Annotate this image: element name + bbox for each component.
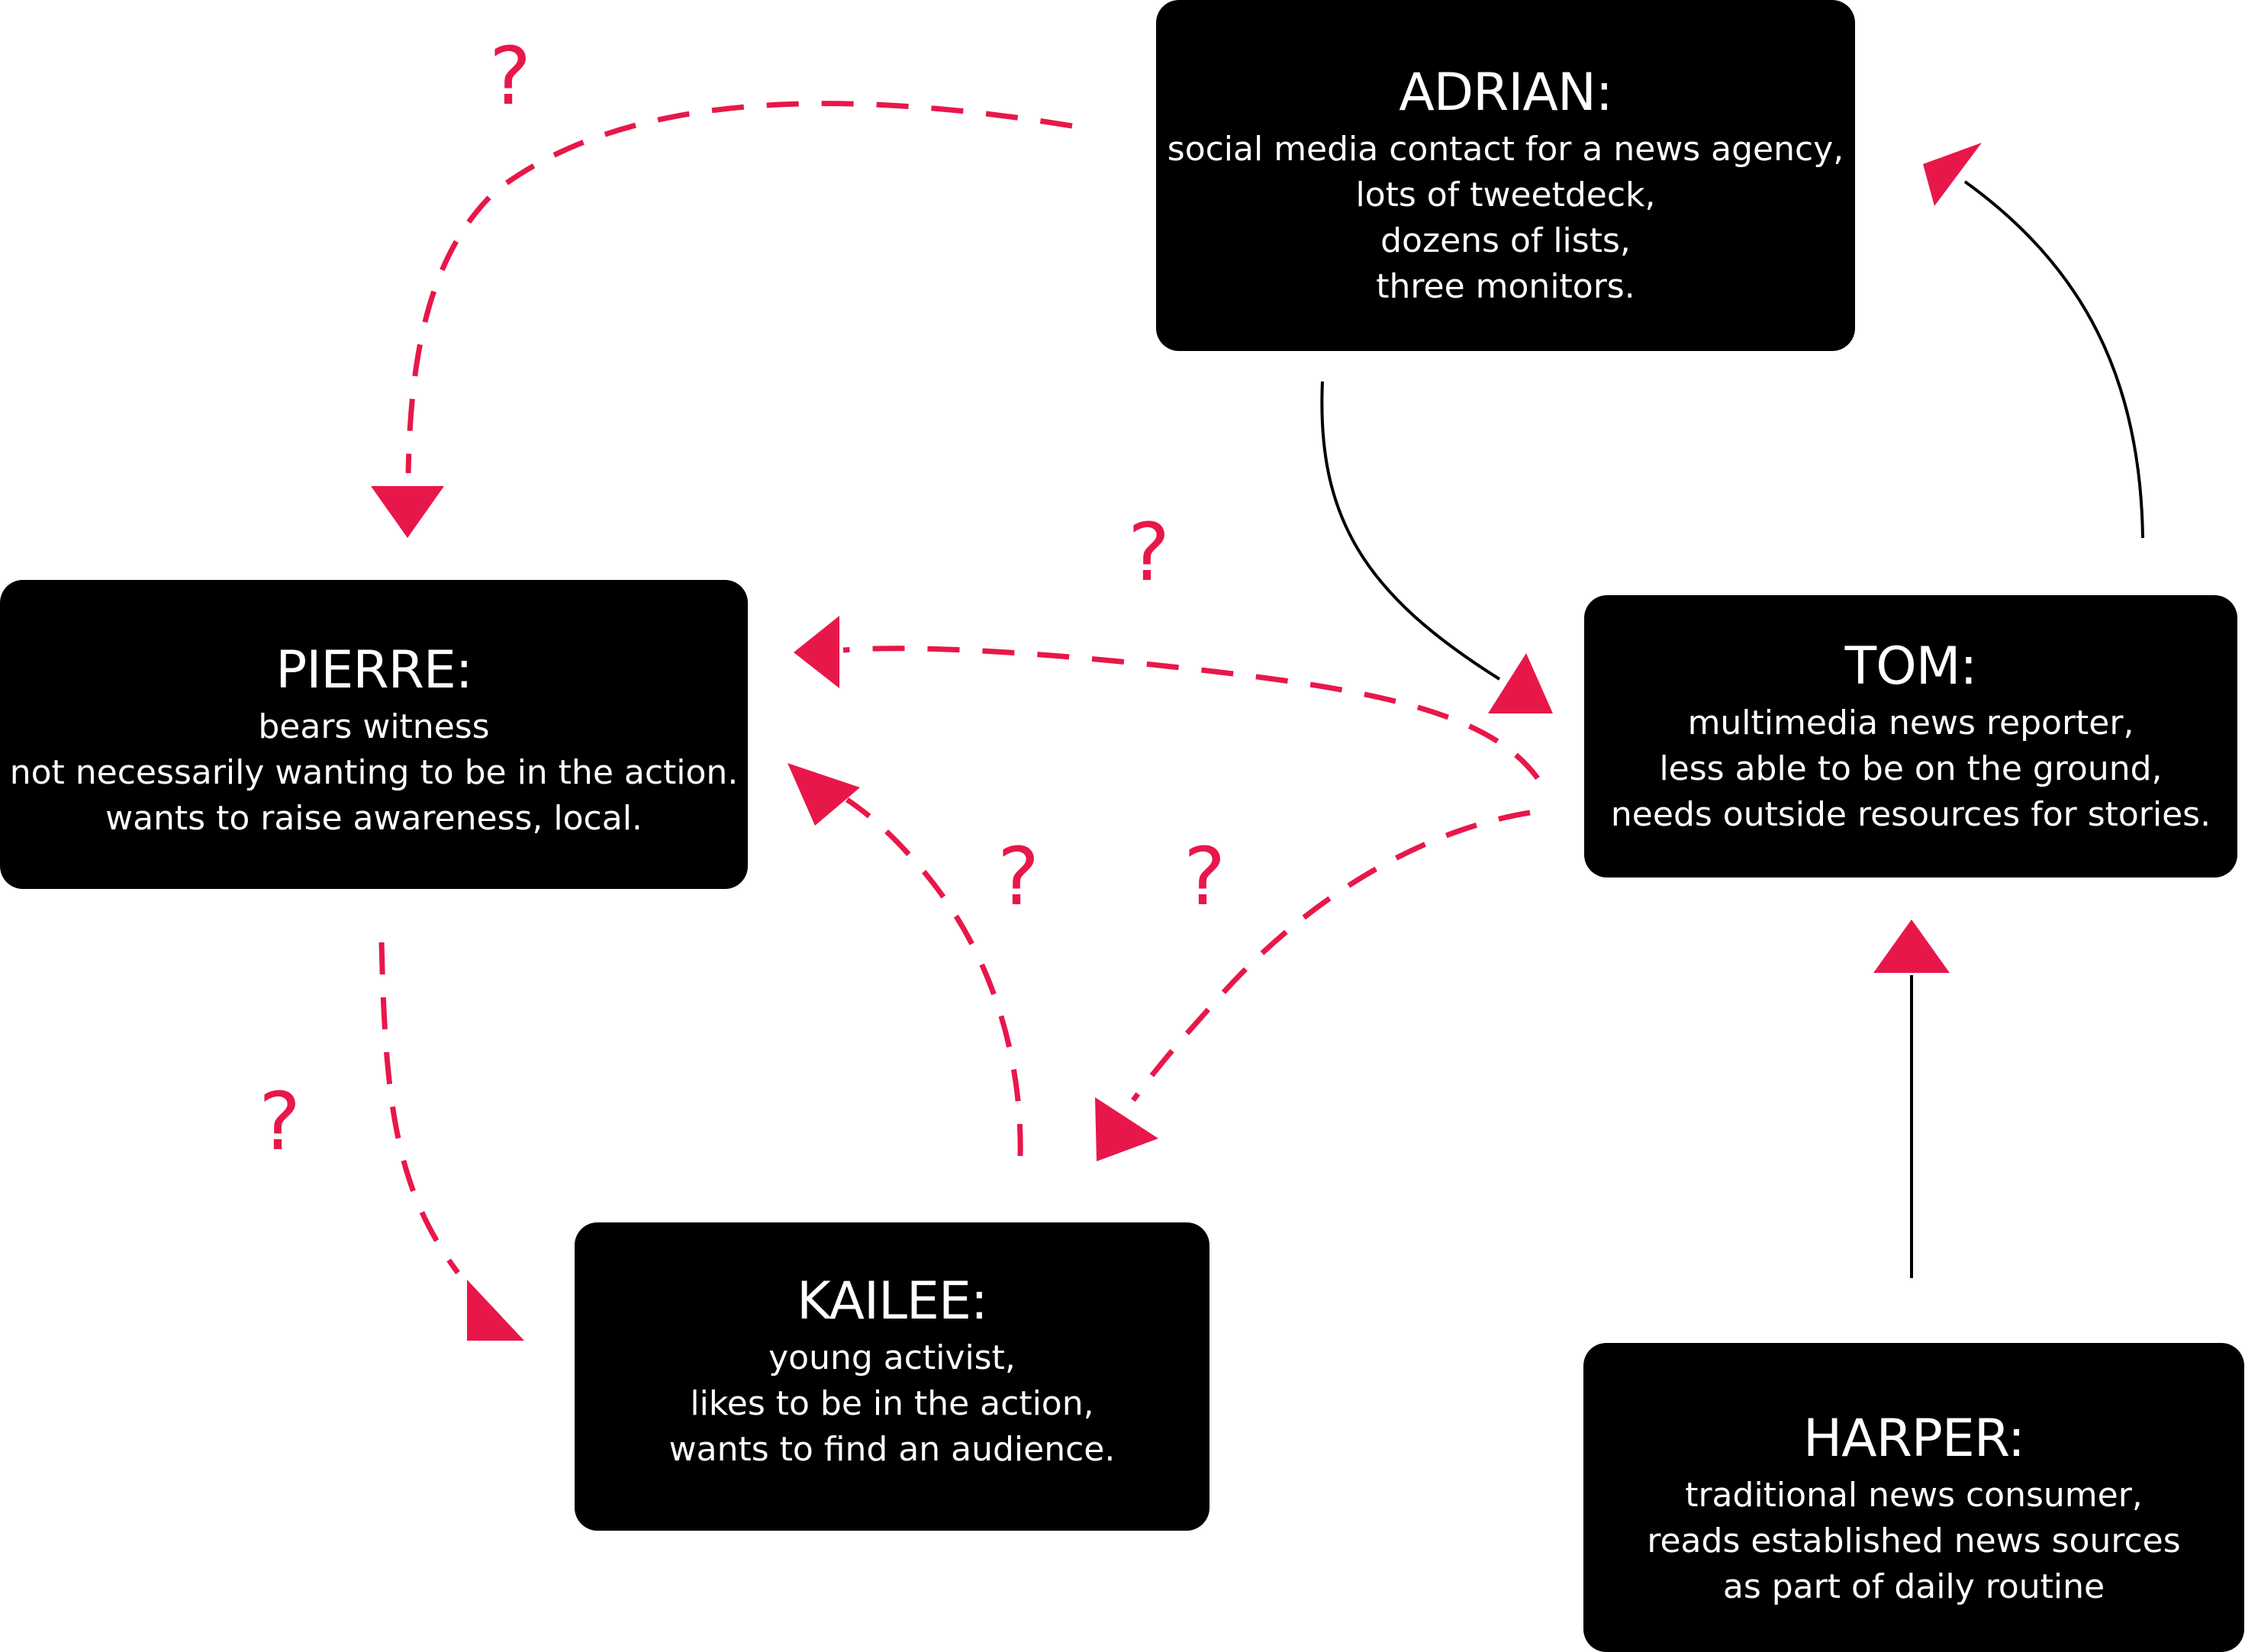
- persona-tom: TOM: multimedia news reporter, less able…: [1584, 595, 2237, 878]
- persona-description-line: reads established news sources: [1647, 1522, 2181, 1560]
- link-kailee-to-pierre: [845, 797, 1023, 1157]
- link-adrian-to-tom: [1320, 381, 1501, 681]
- persona-description-line: multimedia news reporter,: [1687, 704, 2134, 742]
- question-mark-kailee-pierre: ?: [997, 830, 1040, 923]
- link-tom-to-pierre: [842, 646, 1540, 781]
- persona-name: KAILEE:: [797, 1271, 988, 1332]
- persona-description-line: social media contact for a news agency,: [1167, 130, 1844, 169]
- persona-description-line: likes to be in the action,: [690, 1384, 1094, 1423]
- arrowhead-into-kailee-top: [1095, 1097, 1158, 1161]
- persona-pierre: PIERRE: bears witness not necessarily wa…: [0, 580, 748, 889]
- arrowhead-into-adrian: [1923, 143, 1982, 206]
- arrowhead-into-pierre-top: [371, 486, 444, 538]
- persona-description-line: less able to be on the ground,: [1659, 749, 2163, 788]
- question-mark-tom-pierre: ?: [1128, 506, 1171, 599]
- persona-description-line: bears witness: [258, 707, 490, 746]
- arrowhead-into-kailee-left: [467, 1280, 524, 1341]
- arrowhead-into-pierre-right: [794, 616, 839, 688]
- link-adrian-to-pierre: [405, 101, 1073, 474]
- persona-harper: HARPER: traditional news consumer, reads…: [1583, 1343, 2244, 1652]
- persona-name: PIERRE:: [275, 640, 472, 700]
- link-tom-to-adrian: [1963, 180, 2144, 539]
- persona-description-line: wants to raise awareness, local.: [105, 799, 643, 838]
- link-tom-to-kailee: [1131, 810, 1531, 1103]
- persona-description-line: three monitors.: [1376, 267, 1635, 306]
- arrowhead-into-tom-bottom: [1873, 919, 1950, 973]
- question-mark-tom-kailee: ?: [1184, 830, 1226, 923]
- persona-description-line: as part of daily routine: [1722, 1567, 2105, 1606]
- persona-description-line: wants to find an audience.: [668, 1430, 1116, 1469]
- persona-kailee: KAILEE: young activist, likes to be in t…: [575, 1222, 1209, 1531]
- persona-description-line: not necessarily wanting to be in the act…: [9, 753, 739, 792]
- persona-description-line: traditional news consumer,: [1685, 1476, 2143, 1515]
- persona-name: HARPER:: [1803, 1409, 2025, 1469]
- arrowhead-into-tom-left: [1488, 653, 1553, 713]
- persona-name: TOM:: [1844, 636, 1978, 697]
- persona-description-line: needs outside resources for stories.: [1610, 795, 2211, 834]
- question-mark-pierre-kailee: ?: [259, 1075, 301, 1168]
- persona-description-line: lots of tweetdeck,: [1355, 176, 1656, 214]
- persona-description-line: young activist,: [768, 1338, 1016, 1377]
- link-pierre-to-kailee: [378, 942, 460, 1275]
- question-mark-top: ?: [489, 30, 532, 123]
- arrowhead-into-pierre-lower: [788, 763, 860, 826]
- persona-description-line: dozens of lists,: [1380, 221, 1631, 260]
- persona-name: ADRIAN:: [1399, 63, 1612, 123]
- persona-adrian: ADRIAN: social media contact for a news …: [1156, 0, 1855, 351]
